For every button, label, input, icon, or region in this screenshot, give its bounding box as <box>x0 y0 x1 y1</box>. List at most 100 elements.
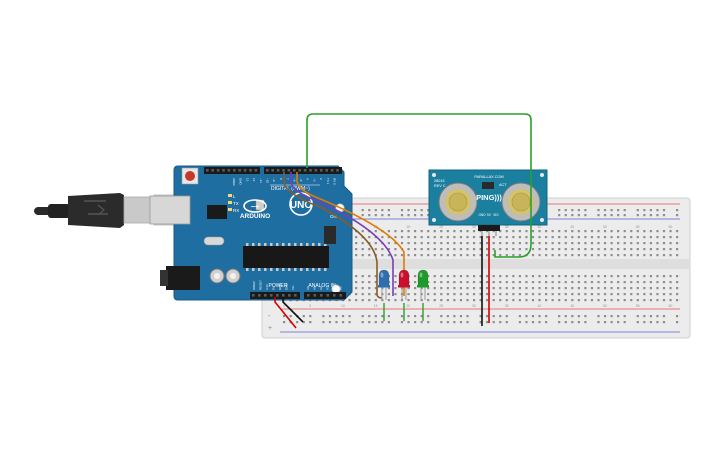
breadboard-hole[interactable] <box>479 242 482 245</box>
breadboard-rail-hole[interactable] <box>558 214 561 217</box>
breadboard-hole[interactable] <box>662 230 666 233</box>
header-pin[interactable] <box>243 169 247 172</box>
breadboard-hole[interactable] <box>414 242 417 245</box>
breadboard-hole[interactable] <box>531 254 535 257</box>
header-pin[interactable] <box>309 169 312 172</box>
breadboard-hole[interactable] <box>643 299 646 302</box>
breadboard-hole[interactable] <box>505 293 508 296</box>
breadboard-rail-hole[interactable] <box>368 321 371 324</box>
breadboard-hole[interactable] <box>446 281 449 284</box>
breadboard-hole[interactable] <box>643 236 646 239</box>
header-pin[interactable] <box>314 169 318 172</box>
breadboard-hole[interactable] <box>505 248 508 251</box>
breadboard-hole[interactable] <box>355 287 358 290</box>
header-pin[interactable] <box>249 169 252 172</box>
breadboard-rail-hole[interactable] <box>603 209 607 212</box>
breadboard-rail-hole[interactable] <box>584 321 587 324</box>
breadboard-rail-hole[interactable] <box>597 214 600 217</box>
breadboard-hole[interactable] <box>420 293 423 296</box>
breadboard-hole[interactable] <box>394 299 397 302</box>
breadboard-hole[interactable] <box>407 236 410 239</box>
breadboard-hole[interactable] <box>676 254 679 257</box>
breadboard-hole[interactable] <box>459 248 463 251</box>
breadboard-hole[interactable] <box>545 281 548 284</box>
led-red[interactable] <box>398 269 410 300</box>
breadboard-hole[interactable] <box>662 293 666 296</box>
breadboard-rail-hole[interactable] <box>374 214 377 217</box>
breadboard-hole[interactable] <box>479 275 482 278</box>
breadboard-hole[interactable] <box>479 287 482 290</box>
breadboard-hole[interactable] <box>525 287 528 290</box>
breadboard-hole[interactable] <box>531 287 535 290</box>
breadboard-hole[interactable] <box>492 275 495 278</box>
breadboard-rail-hole[interactable] <box>617 321 620 324</box>
breadboard-hole[interactable] <box>446 299 449 302</box>
breadboard-hole[interactable] <box>427 287 430 290</box>
breadboard-hole[interactable] <box>492 281 495 284</box>
breadboard-hole[interactable] <box>551 275 554 278</box>
breadboard-rail-hole[interactable] <box>381 214 384 217</box>
breadboard-hole[interactable] <box>440 299 443 302</box>
breadboard-hole[interactable] <box>531 299 535 302</box>
breadboard-rail-hole[interactable] <box>564 209 567 212</box>
breadboard-hole[interactable] <box>630 236 633 239</box>
breadboard-hole[interactable] <box>400 236 404 239</box>
breadboard-hole[interactable] <box>387 236 390 239</box>
breadboard-rail-hole[interactable] <box>466 321 469 324</box>
breadboard-hole[interactable] <box>531 293 535 296</box>
breadboard-hole[interactable] <box>590 248 594 251</box>
breadboard-hole[interactable] <box>597 254 600 257</box>
breadboard-hole[interactable] <box>558 275 561 278</box>
breadboard-rail-hole[interactable] <box>427 321 430 324</box>
breadboard-hole[interactable] <box>368 236 371 239</box>
breadboard-hole[interactable] <box>427 299 430 302</box>
breadboard-hole[interactable] <box>512 275 515 278</box>
breadboard-hole[interactable] <box>512 248 515 251</box>
breadboard-rail-hole[interactable] <box>545 315 548 318</box>
leds[interactable] <box>378 269 429 300</box>
breadboard-hole[interactable] <box>420 248 423 251</box>
breadboard-hole[interactable] <box>466 281 469 284</box>
breadboard-hole[interactable] <box>630 281 633 284</box>
breadboard-hole[interactable] <box>558 236 561 239</box>
breadboard-rail-hole[interactable] <box>361 315 364 318</box>
breadboard-hole[interactable] <box>472 281 476 284</box>
breadboard-hole[interactable] <box>577 299 580 302</box>
breadboard-rail-hole[interactable] <box>676 315 679 318</box>
breadboard-hole[interactable] <box>538 242 541 245</box>
breadboard-hole[interactable] <box>545 242 548 245</box>
breadboard-hole[interactable] <box>617 299 620 302</box>
breadboard-hole[interactable] <box>597 299 600 302</box>
breadboard-hole[interactable] <box>400 254 404 257</box>
breadboard-hole[interactable] <box>505 281 508 284</box>
breadboard-rail-hole[interactable] <box>407 214 410 217</box>
breadboard-rail-hole[interactable] <box>486 321 489 324</box>
breadboard-hole[interactable] <box>636 281 639 284</box>
breadboard-rail-hole[interactable] <box>643 214 646 217</box>
bottom-header-pins[interactable] <box>252 294 343 297</box>
breadboard-hole[interactable] <box>368 299 371 302</box>
breadboard-hole[interactable] <box>486 299 489 302</box>
breadboard-hole[interactable] <box>662 254 666 257</box>
breadboard-hole[interactable] <box>597 242 600 245</box>
breadboard-hole[interactable] <box>466 287 469 290</box>
breadboard-hole[interactable] <box>603 236 607 239</box>
breadboard-hole[interactable] <box>387 248 390 251</box>
breadboard-hole[interactable] <box>420 299 423 302</box>
breadboard-hole[interactable] <box>440 236 443 239</box>
breadboard-rail-hole[interactable] <box>420 209 423 212</box>
breadboard-hole[interactable] <box>649 287 652 290</box>
breadboard-hole[interactable] <box>584 242 587 245</box>
breadboard-hole[interactable] <box>669 254 672 257</box>
breadboard-hole[interactable] <box>518 299 521 302</box>
breadboard-hole[interactable] <box>414 248 417 251</box>
breadboard-hole[interactable] <box>636 242 639 245</box>
breadboard-hole[interactable] <box>590 236 594 239</box>
header-pin[interactable] <box>216 169 220 172</box>
header-pin[interactable] <box>271 169 274 172</box>
breadboard-rail-hole[interactable] <box>597 321 600 324</box>
breadboard-hole[interactable] <box>636 287 639 290</box>
breadboard-hole[interactable] <box>420 236 423 239</box>
breadboard-hole[interactable] <box>492 230 495 233</box>
